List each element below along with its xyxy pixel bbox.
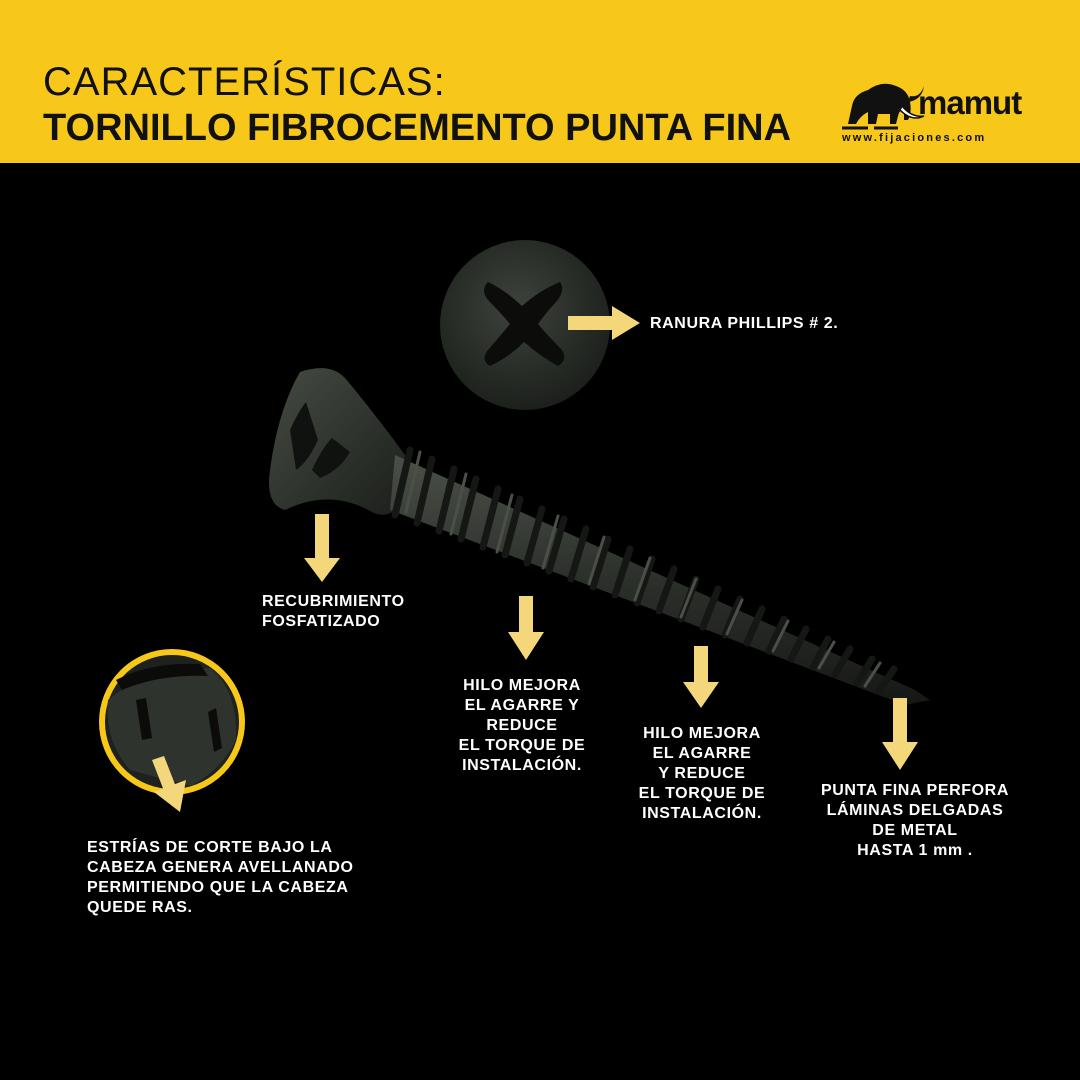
label-cutting-ribs: ESTRÍAS DE CORTE BAJO LA CABEZA GENERA A… bbox=[87, 839, 354, 916]
product-name: TORNILLO FIBROCEMENTO PUNTA FINA bbox=[43, 107, 792, 149]
cutting-ribs-zoom bbox=[99, 649, 245, 795]
label-thread-1: HILO MEJORA EL AGARRE Y REDUCE EL TORQUE… bbox=[458, 677, 586, 774]
arrow-thread-1 bbox=[508, 596, 544, 660]
brand-logo: mamut www.fijaciones.com bbox=[838, 72, 1043, 152]
arrow-cutting-ribs bbox=[152, 756, 186, 812]
header-banner: CARACTERÍSTICAS: TORNILLO FIBROCEMENTO P… bbox=[0, 0, 1080, 163]
page-title: CARACTERÍSTICAS: bbox=[43, 60, 446, 104]
arrow-phillips bbox=[568, 306, 640, 340]
label-thread-2: HILO MEJORA EL AGARRE Y REDUCE EL TORQUE… bbox=[638, 725, 766, 822]
callout-arrows bbox=[152, 306, 918, 812]
arrow-thread-2 bbox=[683, 646, 719, 708]
label-tip: PUNTA FINA PERFORA LÁMINAS DELGADAS DE M… bbox=[821, 782, 1009, 859]
screw-head-top-view bbox=[440, 240, 610, 410]
arrow-coating bbox=[304, 514, 340, 582]
mammoth-icon bbox=[842, 83, 925, 130]
brand-url: www.fijaciones.com bbox=[842, 132, 987, 144]
brand-name: mamut bbox=[918, 84, 1022, 121]
label-coating: RECUBRIMIENTO FOSFATIZADO bbox=[262, 593, 405, 630]
label-phillips: RANURA PHILLIPS # 2. bbox=[650, 315, 839, 332]
arrow-tip bbox=[882, 698, 918, 770]
screw-side-view bbox=[269, 368, 930, 705]
